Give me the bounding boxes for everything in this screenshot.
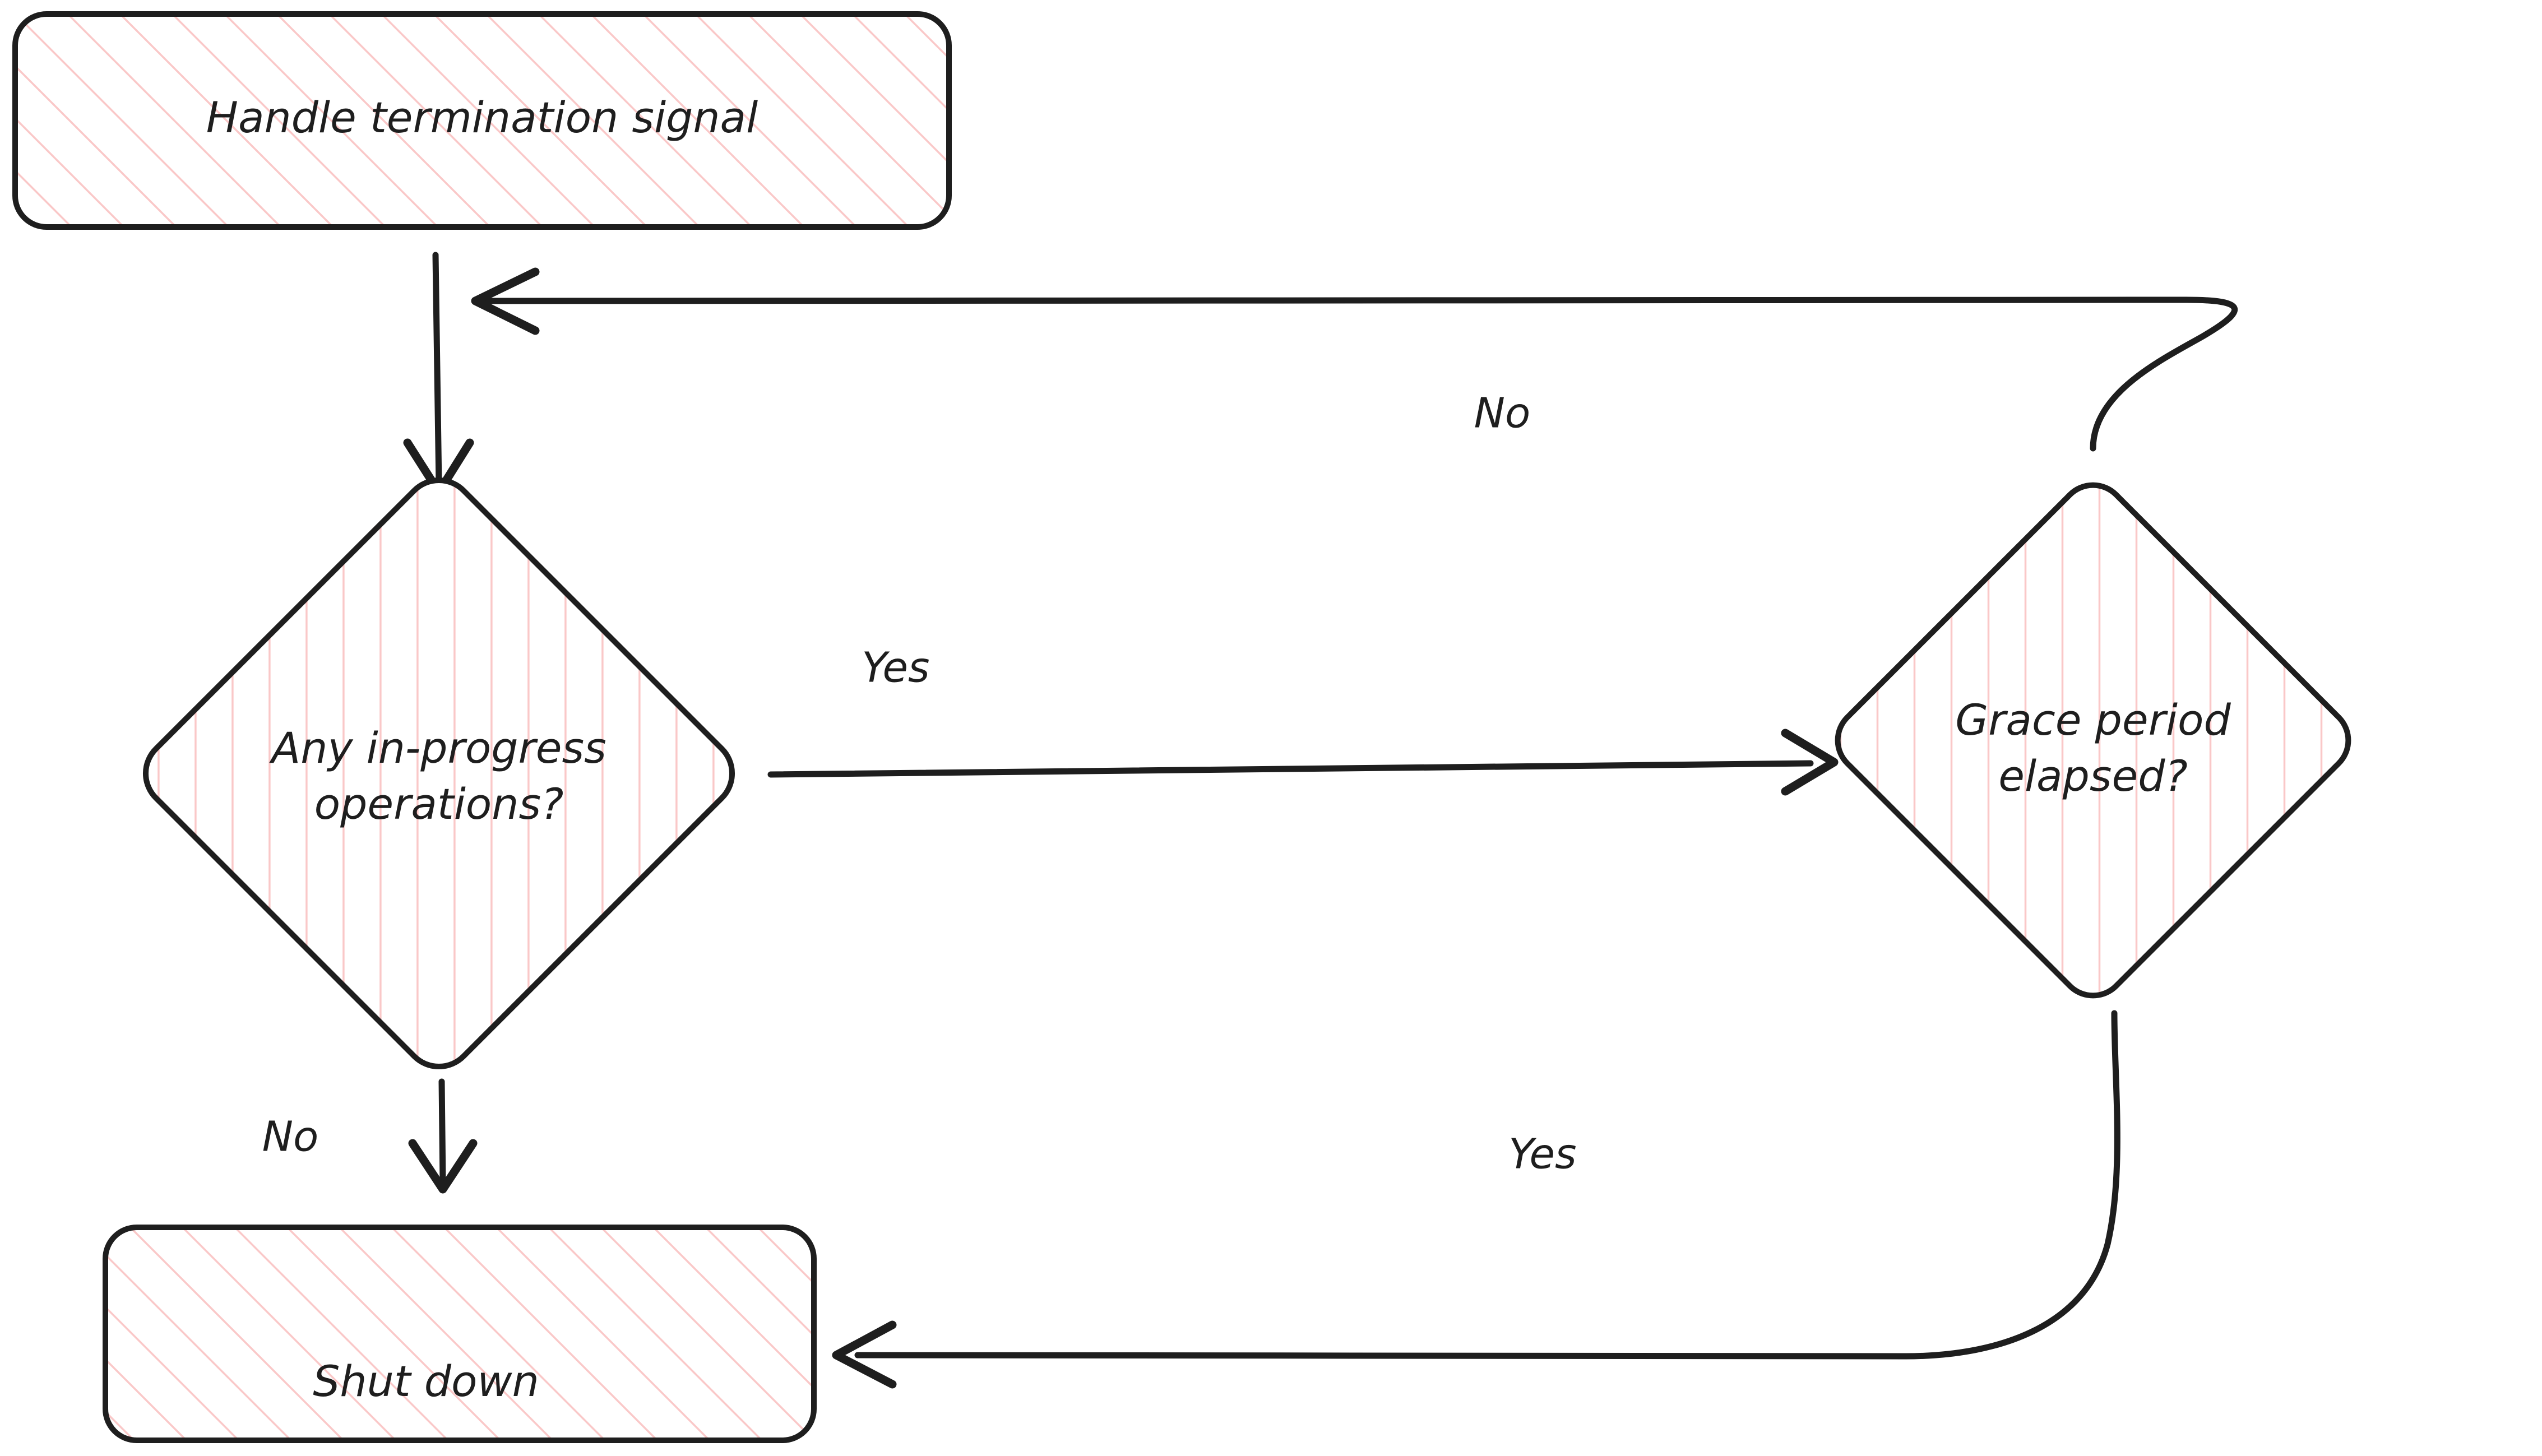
node-inprogress-label-line1: Any in-progress <box>268 723 606 773</box>
node-grace-label-line2: elapsed? <box>1998 751 2188 801</box>
arrow-head-down-shutdown <box>408 1139 478 1194</box>
arrow-head-right-grace <box>1781 729 1839 796</box>
edge-label-grace-yes: Yes <box>1508 1130 1576 1179</box>
edge-line-grace-shutdown <box>854 1010 2120 1360</box>
node-shutdown-label: Shut down <box>313 1356 539 1406</box>
edge-line-inprogress-grace <box>767 760 1814 778</box>
edge-label-inprogress-yes: Yes <box>862 644 929 692</box>
edge-line-start-inprogress <box>432 252 442 488</box>
edge-label-inprogress-no: No <box>262 1113 319 1161</box>
edge-grace-yes-shutdown: Yes <box>832 1010 2120 1389</box>
node-start-shape[interactable] <box>12 11 952 230</box>
edge-inprogress-no-shutdown: No <box>262 1078 478 1194</box>
node-start-label: Handle termination signal <box>206 92 758 142</box>
edge-inprogress-yes-grace: Yes <box>767 644 1839 796</box>
node-start[interactable]: Handle termination signal <box>12 11 952 230</box>
node-inprogress-shape[interactable] <box>131 466 746 1081</box>
node-inprogress-label-line2: operations? <box>314 779 564 829</box>
node-grace[interactable]: Grace period elapsed? <box>1825 472 2362 1009</box>
arrow-head-left-shutdown <box>832 1320 897 1389</box>
edge-grace-no-loop: No <box>471 267 2238 452</box>
node-shutdown-shape[interactable] <box>103 1225 817 1443</box>
edge-line-grace-no-loop <box>484 296 2238 452</box>
node-grace-label-line1: Grace period <box>1955 695 2231 745</box>
edge-line-inprogress-shutdown <box>438 1078 446 1186</box>
node-grace-shape[interactable] <box>1825 472 2362 1009</box>
edge-start-to-inprogress <box>403 252 474 497</box>
node-shutdown[interactable]: Shut down <box>103 1225 817 1443</box>
edge-label-grace-no: No <box>1474 389 1531 438</box>
arrow-head-left-loop <box>471 267 540 335</box>
node-inprogress[interactable]: Any in-progress operations? <box>131 466 746 1081</box>
